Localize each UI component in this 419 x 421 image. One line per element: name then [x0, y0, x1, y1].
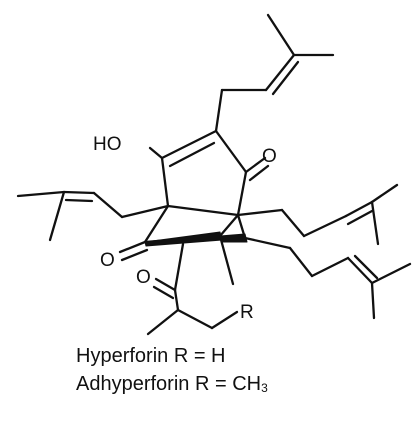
r-definition-adhyperforin: R = CH	[189, 373, 262, 395]
atom-label-o-acyl: O	[136, 267, 151, 288]
right-ketone	[244, 156, 270, 182]
atom-label-o-right: O	[262, 146, 277, 167]
acyl-side-chain	[146, 242, 239, 336]
caption-hyperforin: Hyperforin R = H	[76, 345, 226, 368]
atom-label-o-left: O	[100, 250, 115, 271]
methyl-subscript: 3	[261, 381, 268, 395]
caption-adhyperforin: Adhyperforin R = CH3	[76, 373, 268, 396]
r-definition-hyperforin: R = H	[168, 345, 226, 367]
bold-wedge-bond-right	[219, 233, 248, 243]
atom-label-r: R	[240, 302, 254, 323]
left-ketone	[118, 240, 149, 262]
lower-right-prenyl-chain	[243, 236, 412, 320]
atom-label-ho: HO	[93, 134, 122, 155]
bicyclic-core	[143, 204, 248, 286]
upper-right-prenyl-chain	[236, 183, 399, 246]
enol-ring	[148, 129, 248, 217]
compound-name-hyperforin: Hyperforin	[76, 345, 169, 367]
top-prenyl-chain	[214, 13, 335, 133]
left-prenyl-chain	[16, 190, 170, 242]
compound-name-adhyperforin: Adhyperforin	[76, 373, 190, 395]
